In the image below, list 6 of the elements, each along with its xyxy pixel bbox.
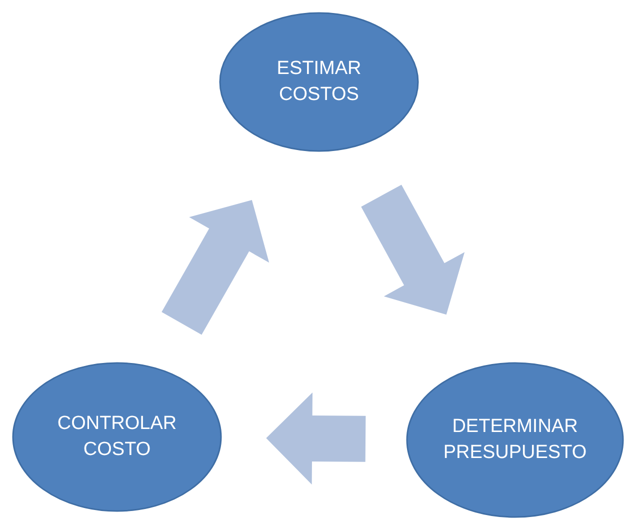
block-arrow (266, 392, 366, 484)
node-label: DETERMINAR PRESUPUESTO (442, 415, 588, 465)
node-label: CONTROLAR COSTO (56, 412, 178, 462)
node-label: ESTIMAR COSTOS (276, 57, 362, 107)
block-arrow (361, 184, 465, 315)
block-arrow (162, 200, 270, 335)
